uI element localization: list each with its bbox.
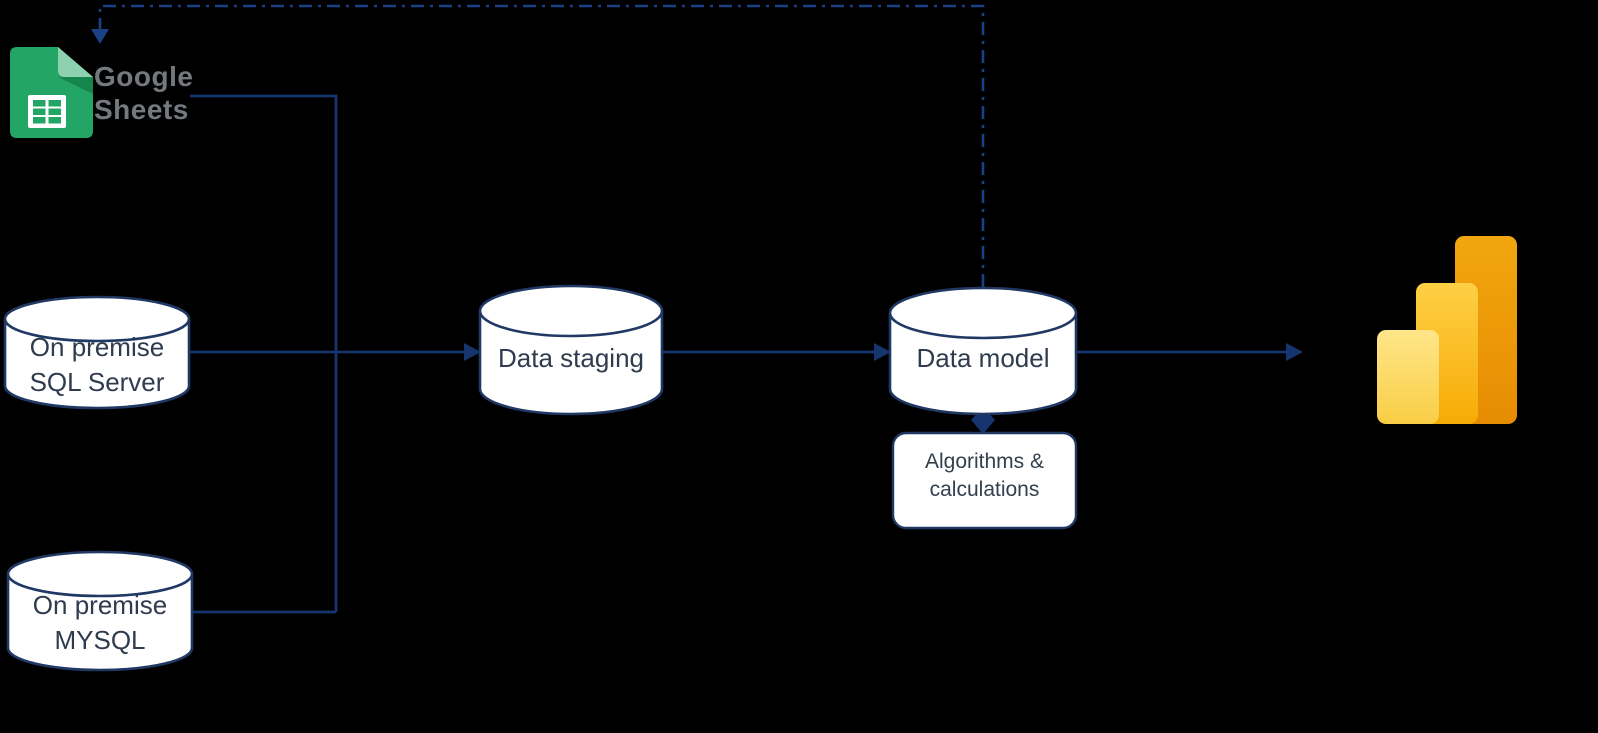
algorithms-box — [891, 431, 1078, 530]
sql-server-label-line2: SQL Server — [29, 367, 165, 397]
power-bi-icon — [1377, 236, 1517, 424]
arrowhead-to-model — [874, 343, 891, 361]
google-sheets-label-line1: Google — [94, 61, 194, 92]
sql-server-label-line1: On premise — [29, 332, 165, 362]
edge-model-to-sheets-dashdot — [98, 4, 985, 287]
sheets-fold-shadow — [58, 77, 93, 94]
sheets-grid — [28, 95, 66, 128]
data-staging-label: Data staging — [498, 343, 644, 373]
google-sheets-icon — [10, 47, 93, 138]
data-model-cylinder — [888, 286, 1078, 416]
sql-server-cylinder — [3, 295, 191, 410]
google-sheets-label: Google Sheets — [94, 60, 193, 126]
arrowhead-to-staging — [464, 343, 481, 361]
mysql-label: On premise MYSQL — [8, 588, 192, 658]
sheets-fold-flap — [58, 47, 93, 77]
data-staging-cylinder — [478, 284, 664, 416]
algorithms-label-line1: Algorithms & — [924, 450, 1045, 473]
edge-sheets-to-bus — [190, 94, 338, 612]
sql-server-label: On premise SQL Server — [5, 330, 189, 400]
algorithms-label-line2: calculations — [929, 478, 1040, 501]
powerbi-bar-short — [1377, 330, 1439, 424]
arrowhead-to-powerbi — [1286, 343, 1303, 361]
mysql-label-line1: On premise — [32, 590, 168, 620]
mysql-label-line2: MYSQL — [54, 625, 146, 655]
algorithms-label: Algorithms & calculations — [893, 448, 1076, 504]
solid-connectors — [188, 94, 1289, 614]
mysql-cylinder — [6, 550, 194, 672]
google-sheets-label-line2: Sheets — [94, 94, 189, 125]
data-model-label: Data model — [916, 343, 1050, 373]
arrowhead-to-sheets — [91, 29, 109, 44]
